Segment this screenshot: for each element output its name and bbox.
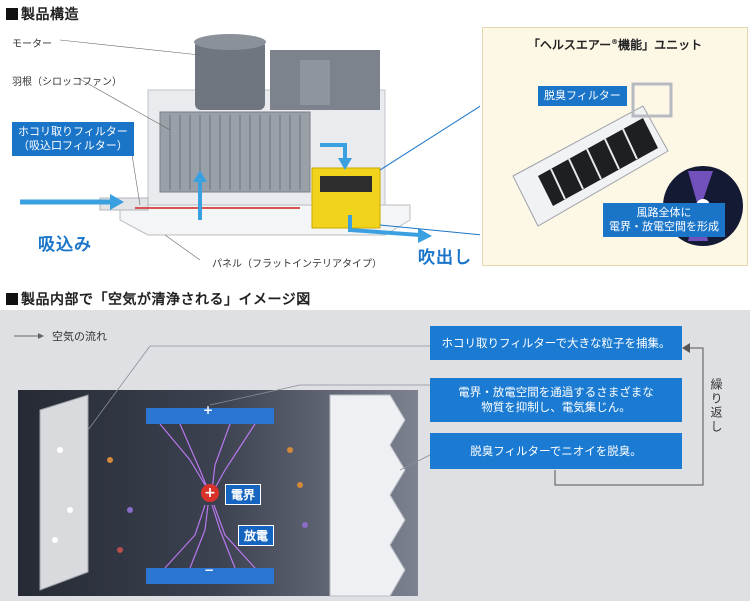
outlet-label: 吹出し xyxy=(418,248,472,268)
fan-label: 羽根（シロッコファン） xyxy=(12,77,122,88)
product-structure-illustration xyxy=(20,34,480,261)
health-air-unit-panel: 「ヘルスエアー®機能」ユニット 脱臭フィルター 風路全体に 電界・放電空間を形成 xyxy=(482,27,748,266)
discharge-tag: 放電 xyxy=(238,525,275,546)
dust-capture-box: ホコリ取りフィルターで大きな粒子を捕集。 xyxy=(430,326,682,360)
plus-icon: + xyxy=(201,484,219,502)
airflow-legend-label: 空気の流れ xyxy=(52,330,107,343)
deodorizing-filter-label: 脱臭フィルター xyxy=(538,86,627,106)
panel-label: パネル（フラットインテリアタイプ） xyxy=(212,259,382,270)
electric-field-tag: 電界 xyxy=(225,484,262,505)
minus-electrode-sign: − xyxy=(204,563,215,577)
deodorize-box: 脱臭フィルターでニオイを脱臭。 xyxy=(430,433,682,469)
unit-title: 「ヘルスエアー®機能」ユニット xyxy=(527,38,703,52)
motor-label: モーター xyxy=(12,39,52,50)
section2-title: 製品内部で「空気が清浄される」イメージ図 xyxy=(6,289,311,309)
repeat-label: 繰り返し xyxy=(709,378,723,434)
dust-filter-label: ホコリ取りフィルター （吸込口フィルター） xyxy=(12,122,134,156)
plus-electrode-sign: + xyxy=(203,403,214,417)
section1-title: 製品構造 xyxy=(6,4,79,24)
electrostatic-box: 電界・放電空間を通過するさまざまな 物質を抑制し、電気集じん。 xyxy=(430,378,682,422)
intake-label: 吸込み xyxy=(38,235,92,255)
field-formation-label: 風路全体に 電界・放電空間を形成 xyxy=(603,203,725,237)
